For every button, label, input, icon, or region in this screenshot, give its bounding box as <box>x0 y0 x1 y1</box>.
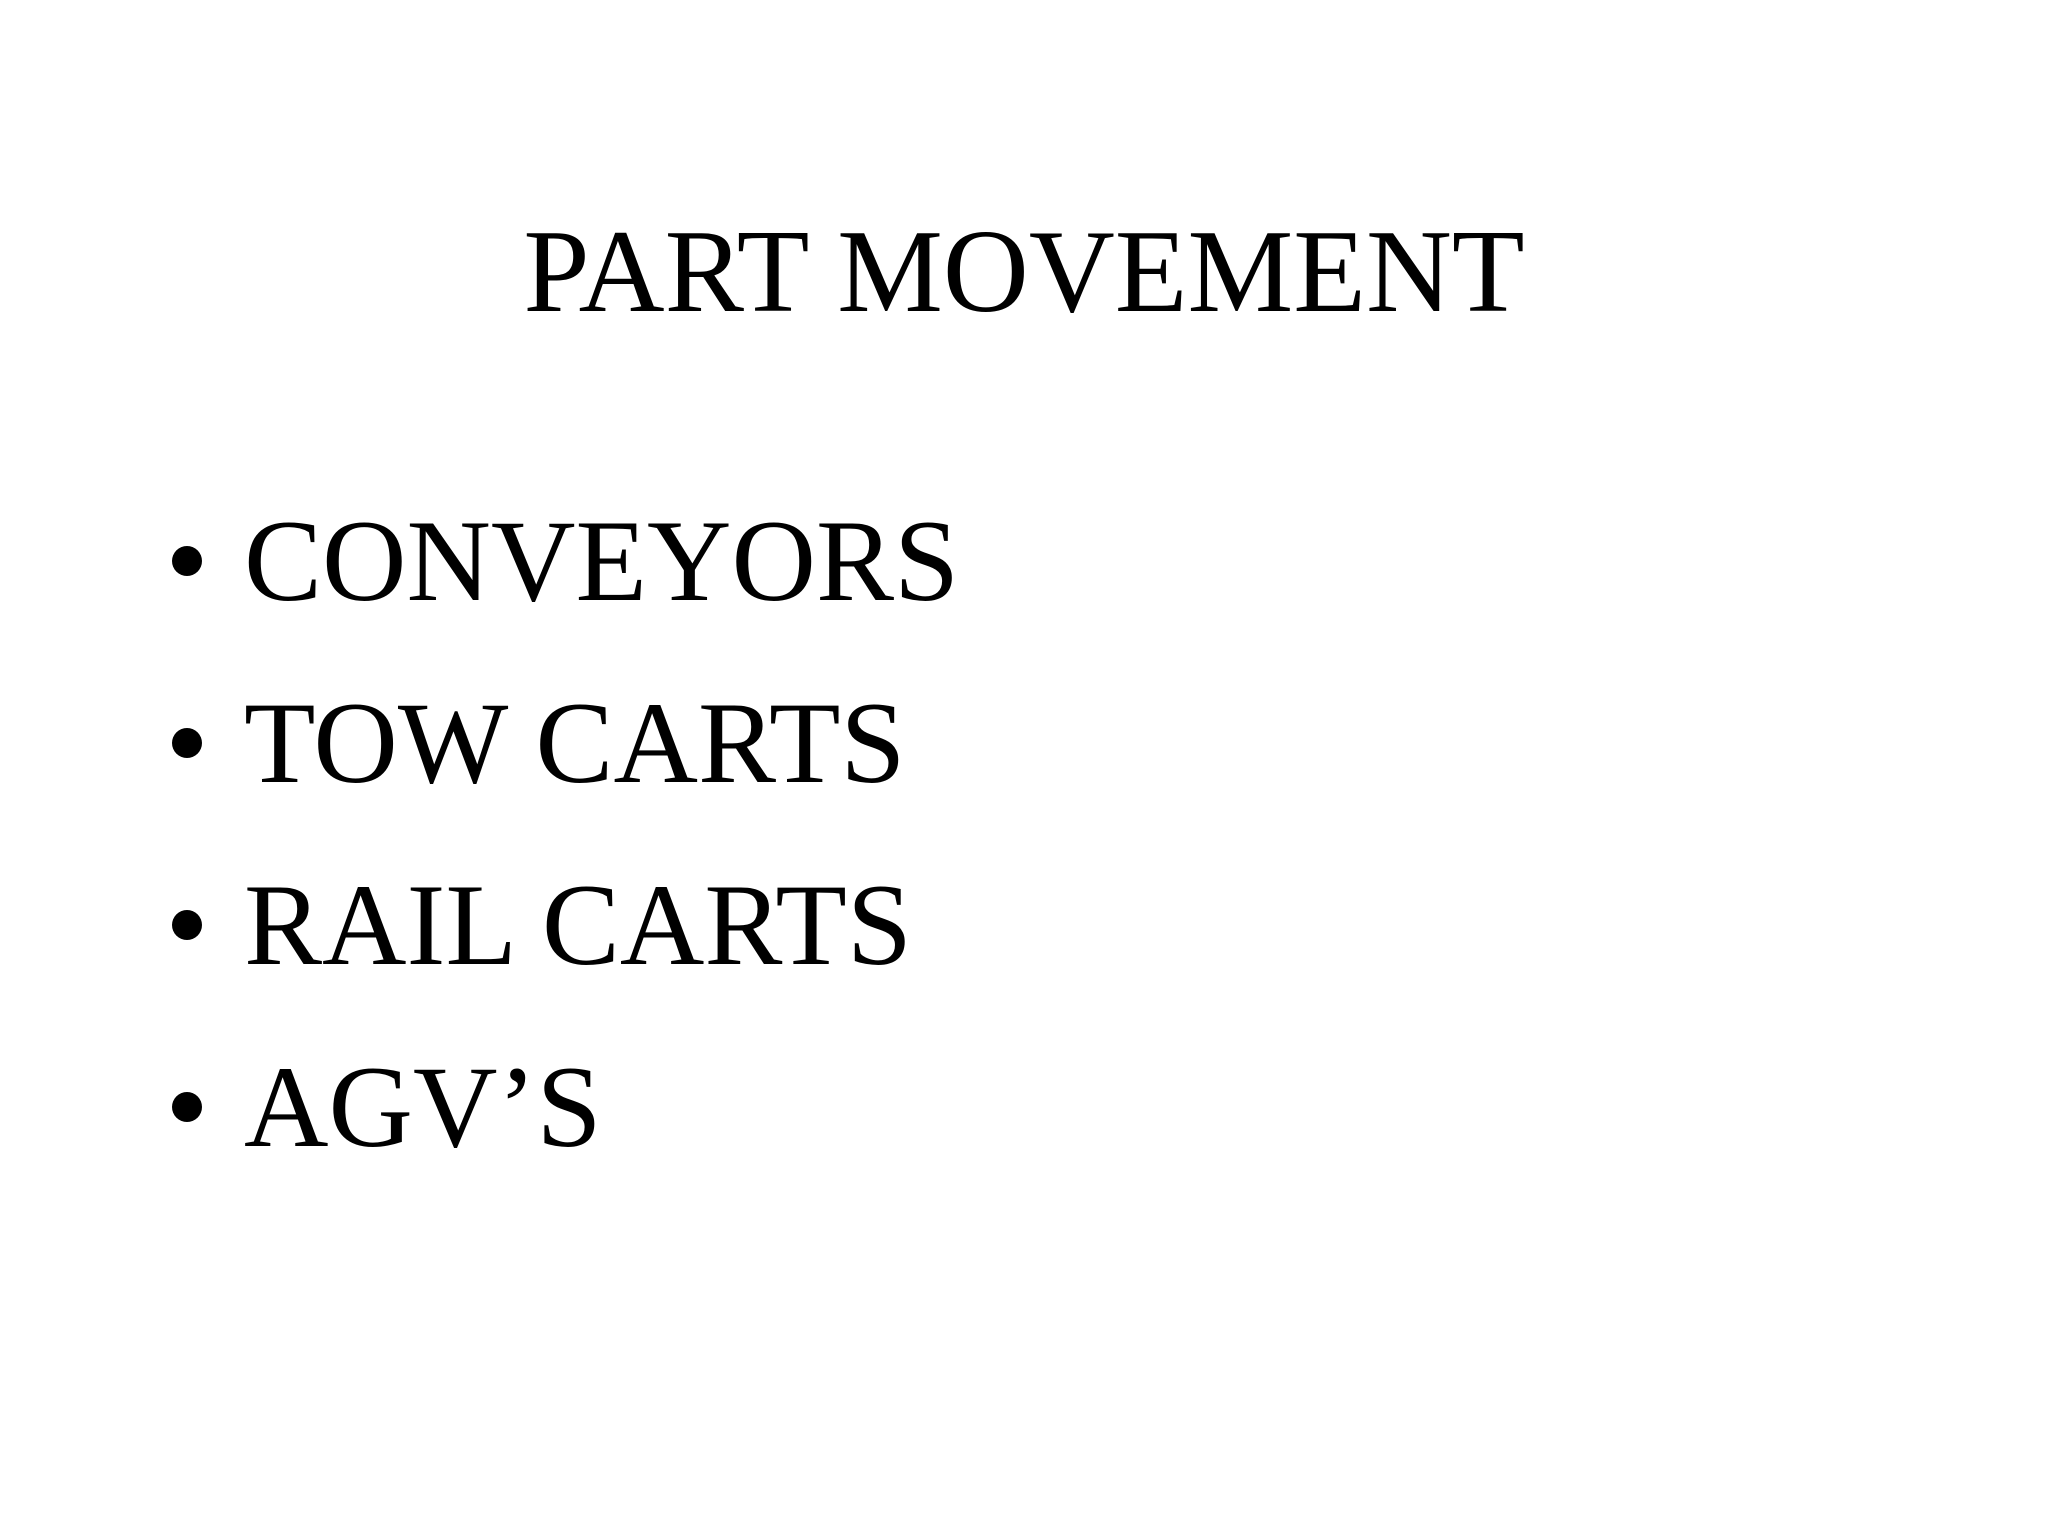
bullet-list: CONVEYORS TOW CARTS RAIL CARTS AGV’S <box>172 470 959 1198</box>
bullet-icon <box>172 728 202 758</box>
bullet-icon <box>172 1092 202 1122</box>
bullet-text: RAIL CARTS <box>244 860 912 990</box>
slide-title: PART MOVEMENT <box>523 205 1525 337</box>
list-item: RAIL CARTS <box>172 834 959 1016</box>
bullet-text: CONVEYORS <box>244 496 960 626</box>
list-item: CONVEYORS <box>172 470 959 652</box>
list-item: AGV’S <box>172 1016 959 1198</box>
bullet-text: TOW CARTS <box>244 678 906 808</box>
bullet-icon <box>172 546 202 576</box>
bullet-icon <box>172 910 202 940</box>
bullet-text: AGV’S <box>244 1042 602 1172</box>
list-item: TOW CARTS <box>172 652 959 834</box>
